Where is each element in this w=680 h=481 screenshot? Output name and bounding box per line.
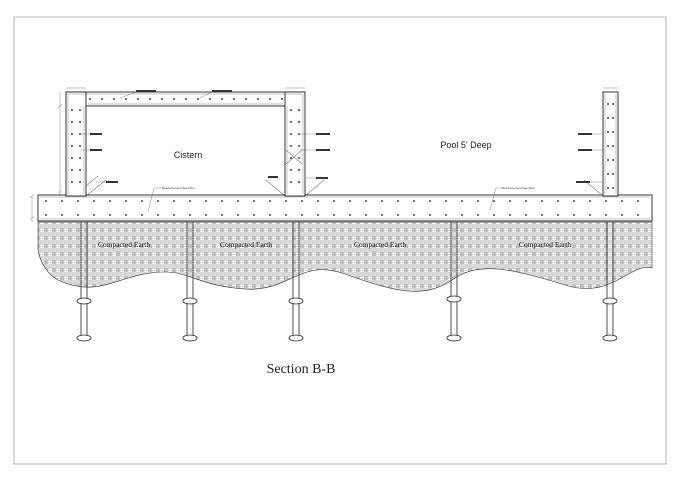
piles xyxy=(76,222,618,342)
section-title: Section B-B xyxy=(267,362,336,377)
dimension-lines xyxy=(29,87,618,222)
compacted-earth-fill xyxy=(37,221,653,292)
pile-3 xyxy=(288,222,304,342)
reinforcement-leader-right xyxy=(489,187,502,211)
sheet-border xyxy=(13,16,667,465)
cistern-structure xyxy=(65,91,306,197)
pile-5 xyxy=(602,222,618,342)
soil-label-2: Compacted Earth xyxy=(220,240,273,249)
soil-label-3: Compacted Earth xyxy=(354,240,407,249)
cistern-label: Cistern xyxy=(174,150,203,160)
pile-2 xyxy=(182,222,198,342)
reinforcement-leader-left xyxy=(147,187,162,213)
slab xyxy=(37,194,653,222)
pile-4 xyxy=(446,222,462,342)
pile-1 xyxy=(76,222,92,342)
pool-wall xyxy=(602,91,619,197)
pool-label: Pool 5' Deep xyxy=(440,140,491,150)
reinforcement-note-right: Reinforcement See Plan xyxy=(502,186,535,190)
soil-label-1: Compacted Earth xyxy=(98,240,151,249)
rebar-callout-marks xyxy=(90,90,592,183)
rebar-leaders xyxy=(80,91,604,183)
soil-label-4: Compacted Earth xyxy=(519,240,572,249)
rebar-dots xyxy=(45,98,639,216)
reinforcement-note-left: Reinforcement See Plan xyxy=(162,186,195,190)
corner-bars xyxy=(85,149,604,197)
